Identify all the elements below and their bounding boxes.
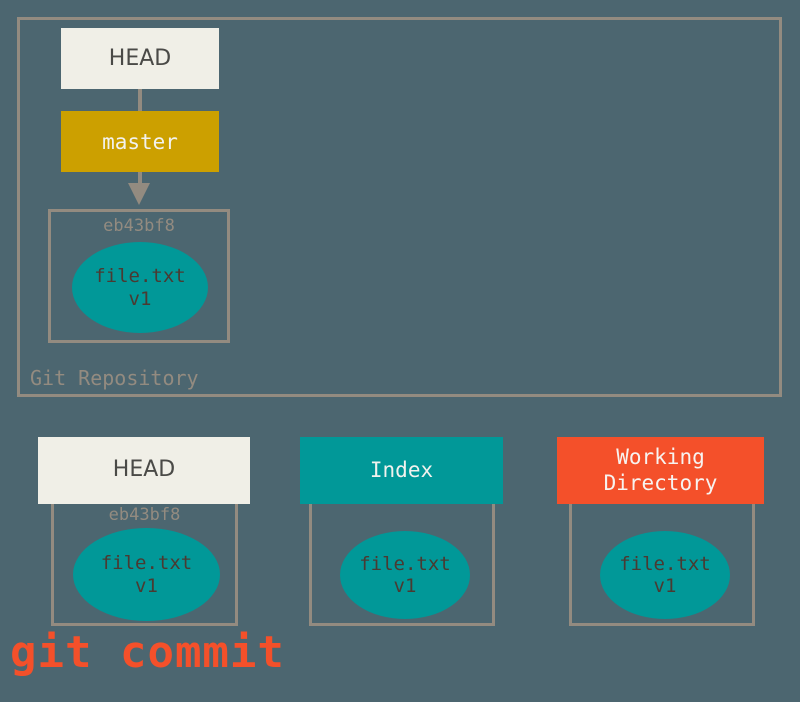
commit-blob: file.txt v1 xyxy=(72,242,208,333)
panel-index-blob-name: file.txt xyxy=(359,552,451,575)
panel-head-header: HEAD xyxy=(38,437,250,504)
panel-head-title: HEAD xyxy=(112,457,176,483)
panel-working-directory-blob-version: v1 xyxy=(653,575,677,597)
panel-index-blob: file.txt v1 xyxy=(340,531,470,619)
git-repository-container xyxy=(17,17,782,397)
panel-head-blob-name: file.txt xyxy=(100,552,193,575)
panel-head-blob-version: v1 xyxy=(135,574,158,597)
panel-working-directory-blob-name: file.txt xyxy=(619,552,711,575)
repo-branch-ref-label: master xyxy=(102,129,178,154)
repo-head-ref-box: HEAD xyxy=(61,28,219,89)
commit-blob-version: v1 xyxy=(128,287,152,310)
command-caption: git commit xyxy=(10,627,285,678)
panel-index-title: Index xyxy=(369,457,434,482)
panel-index-blob-version: v1 xyxy=(393,575,417,597)
panel-index-header: Index xyxy=(300,437,503,504)
panel-working-directory-blob: file.txt v1 xyxy=(600,531,730,619)
panel-working-directory-body: file.txt v1 xyxy=(569,504,755,626)
git-repository-label: Git Repository xyxy=(26,368,203,388)
arrow-down-icon xyxy=(128,183,150,205)
repo-branch-ref-box: master xyxy=(61,111,219,172)
connector-head-to-master xyxy=(138,89,142,111)
repo-head-ref-label: HEAD xyxy=(108,46,172,71)
panel-working-directory-header: Working Directory xyxy=(557,437,764,504)
commit-sha-label: eb43bf8 xyxy=(103,216,175,236)
commit-node-box: eb43bf8 file.txt v1 xyxy=(48,209,230,343)
panel-working-directory-title-line1: Working xyxy=(616,445,705,470)
commit-blob-name: file.txt xyxy=(94,265,186,288)
panel-head-body: eb43bf8 file.txt v1 xyxy=(51,504,238,626)
panel-working-directory-title-line2: Directory xyxy=(603,470,718,495)
panel-index-body: file.txt v1 xyxy=(309,504,495,626)
panel-head-sha-label: eb43bf8 xyxy=(108,505,181,525)
panel-head-blob: file.txt v1 xyxy=(73,528,220,621)
